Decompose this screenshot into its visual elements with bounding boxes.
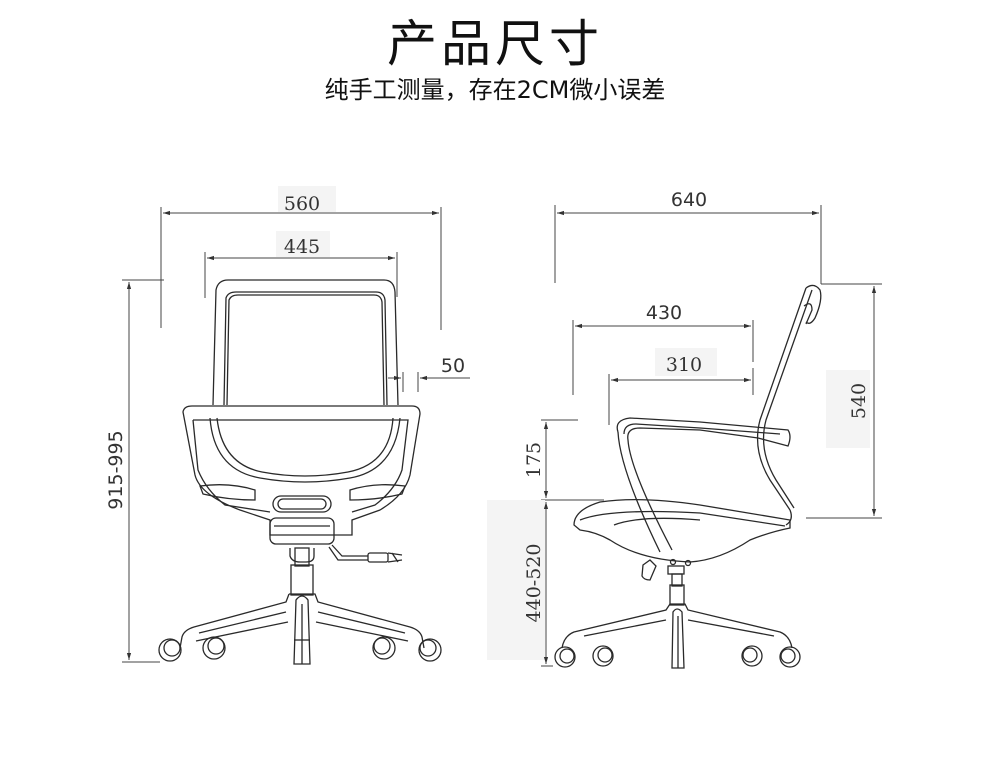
dimension-overall-width — [160, 207, 442, 330]
dimension-seat-height — [541, 502, 553, 667]
dimension-seat-depth — [572, 320, 754, 395]
dimension-175-label: 175 — [523, 442, 545, 478]
dimension-armrest-width — [388, 372, 470, 392]
front-view: 560 445 50 915-995 — [105, 186, 470, 665]
side-view: 640 430 310 540 175 — [487, 189, 882, 669]
page-subtitle: 纯手工测量，存在2CM微小误差 — [324, 76, 666, 104]
dimension-440-520-label: 440-520 — [523, 544, 545, 623]
dimension-overall-depth — [554, 205, 822, 284]
dimension-310-label: 310 — [666, 354, 702, 376]
dimension-armrest-depth — [608, 368, 754, 425]
dimension-915-995-label: 915-995 — [105, 430, 127, 509]
dimension-total-height — [122, 279, 164, 663]
dimension-560-label: 560 — [284, 193, 320, 215]
dimension-50-label: 50 — [441, 355, 465, 377]
dimension-back-height — [806, 283, 882, 519]
dimension-armrest-height — [541, 419, 604, 501]
dimension-540-label: 540 — [848, 383, 870, 419]
dimension-445-label: 445 — [284, 236, 320, 258]
dimension-back-width — [204, 252, 398, 298]
dimension-640-label: 640 — [671, 189, 707, 211]
page-title: 产品尺寸 — [387, 15, 603, 73]
dimension-430-label: 430 — [646, 302, 682, 324]
